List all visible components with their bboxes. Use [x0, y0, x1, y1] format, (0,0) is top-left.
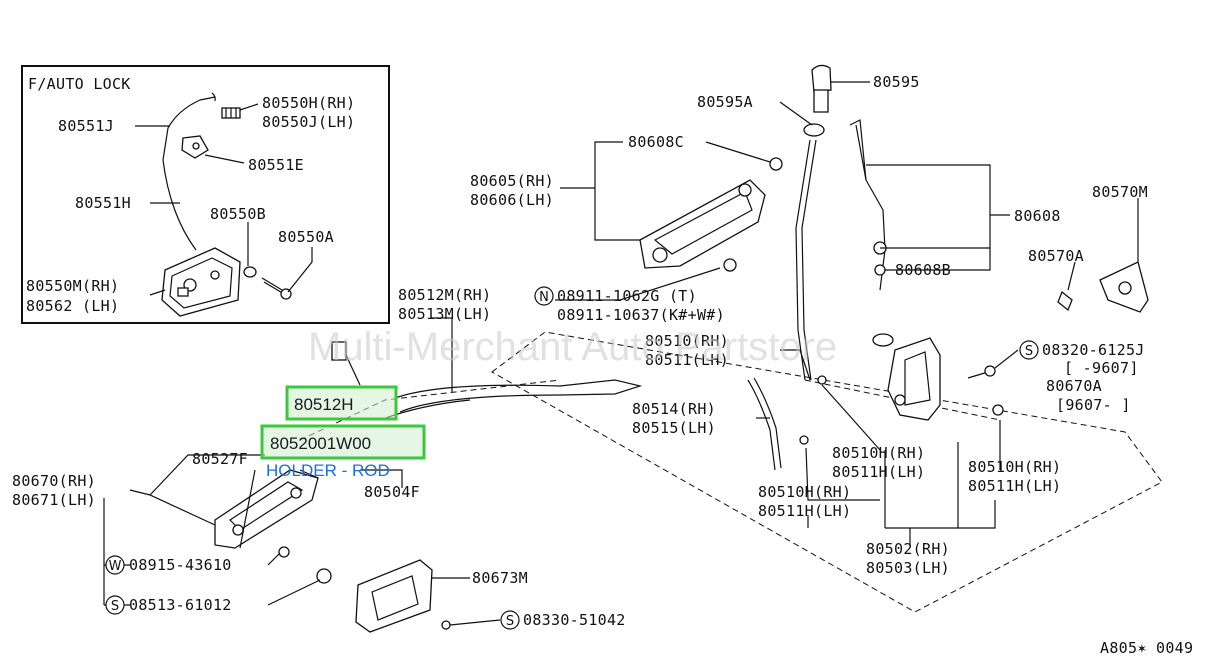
rod-80551h: [162, 96, 216, 251]
watermark: Multi-Merchant Auto Partstore: [308, 325, 837, 369]
striker-80570m: [1057, 261, 1149, 313]
s-symbol-08513: S: [105, 595, 125, 615]
rod-80608: [849, 119, 886, 291]
leader-lines: [103, 81, 1139, 626]
grommet-80595a: [803, 123, 825, 137]
label-80514: 80514(RH): [632, 400, 716, 418]
label-80608: 80608: [1014, 207, 1061, 225]
label-80511h-a: 80511H(LH): [832, 463, 925, 481]
label-80550h: 80550H(RH): [262, 94, 355, 112]
label-08911-10637: 08911-10637(K#+W#): [557, 306, 725, 324]
svg-text:W: W: [109, 559, 122, 574]
label-08911-1062g: 08911-1062G (T): [557, 287, 697, 305]
svg-text:S: S: [1025, 344, 1033, 359]
screw-08513: [316, 568, 332, 584]
hotspot-80512h-label: 80512H: [294, 395, 354, 414]
label-08513: 08513-61012: [129, 596, 232, 614]
outside-handle-80605: [639, 157, 783, 272]
label-08320: 08320-6125J: [1042, 341, 1145, 359]
label-80670a: 80670A: [1046, 377, 1102, 395]
label-80606: 80606(LH): [470, 191, 554, 209]
lock-knob-80595: [803, 64, 832, 137]
label-80608c: 80608C: [628, 133, 684, 151]
svg-text:S: S: [111, 599, 119, 614]
n-symbol: N: [534, 286, 554, 306]
label-80595: 80595: [873, 73, 920, 91]
label-80511h-b: 80511H(LH): [968, 477, 1061, 495]
label-80562: 80562 (LH): [26, 297, 119, 315]
label-range-2: [9607- ]: [1056, 396, 1131, 414]
label-80608b: 80608B: [895, 261, 951, 279]
door-outline: [491, 331, 1163, 613]
clip-80550h: [221, 107, 241, 119]
label-80551j: 80551J: [58, 117, 114, 135]
label-range-1: [ -9607]: [1064, 359, 1139, 377]
label-80570m: 80570M: [1092, 183, 1148, 201]
label-80550j: 80550J(LH): [262, 113, 355, 131]
label-08330: 08330-51042: [523, 611, 626, 629]
clip-80551e: [181, 135, 209, 159]
label-80673m: 80673M: [472, 569, 528, 587]
label-80512m: 80512M(RH): [398, 286, 491, 304]
hotspot-80512h[interactable]: 80512H: [285, 385, 398, 421]
s-symbol-08330: S: [500, 610, 520, 630]
clip-80512h: [331, 341, 347, 361]
screw-80570a: [1057, 290, 1073, 312]
svg-text:N: N: [539, 290, 549, 305]
label-80527f: 80527F: [192, 450, 248, 468]
hotspot-8052001w00[interactable]: 8052001W00: [260, 424, 426, 460]
washer-80550b: [243, 266, 257, 278]
rod-80512m: [394, 379, 643, 413]
label-80502: 80502(RH): [866, 540, 950, 558]
label-80595a: 80595A: [697, 93, 753, 111]
rod-80514: [747, 379, 776, 471]
actuator-80550m: [161, 247, 241, 317]
label-80511h-c: 80511H(LH): [758, 502, 851, 520]
s-symbol-08320: S: [1019, 340, 1039, 360]
hotspot-8052001w00-label: 8052001W00: [270, 434, 371, 453]
screw-80550a: [261, 277, 292, 300]
label-80671: 80671(LH): [12, 491, 96, 509]
escutcheon-80673m: [355, 559, 451, 633]
screw-08330: [441, 620, 451, 630]
label-80510h-a: 80510H(RH): [832, 444, 925, 462]
bushing-80608c: [769, 157, 783, 171]
label-80551e: 80551E: [248, 156, 304, 174]
label-80503: 80503(LH): [866, 559, 950, 577]
washer-08915: [278, 546, 290, 558]
label-80570a: 80570A: [1028, 247, 1084, 265]
inside-handle-80670: [214, 469, 332, 584]
label-80605: 80605(RH): [470, 172, 554, 190]
label-08915: 08915-43610: [129, 556, 232, 574]
label-80513m: 80513M(LH): [398, 305, 491, 323]
label-80515: 80515(LH): [632, 419, 716, 437]
label-80550m: 80550M(RH): [26, 277, 119, 295]
inset-title: F/AUTO LOCK: [28, 75, 131, 93]
diagram-reference: A805✶ 0049: [1100, 639, 1193, 657]
label-80510: 80510(RH): [645, 332, 729, 350]
label-80670: 80670(RH): [12, 472, 96, 490]
label-80510h-b: 80510H(RH): [968, 458, 1061, 476]
screw-08320: [967, 365, 996, 379]
part-caption: HOLDER - ROD: [266, 461, 390, 480]
label-80510h-c: 80510H(RH): [758, 483, 851, 501]
door-lock-80502: [872, 333, 941, 421]
inset-auto-lock: F/AUTO LOCK: [21, 65, 390, 324]
label-80550a: 80550A: [278, 228, 334, 246]
label-80511: 80511(LH): [645, 351, 729, 369]
label-80551h: 80551H: [75, 194, 131, 212]
svg-text:S: S: [506, 614, 514, 629]
label-80550b: 80550B: [210, 205, 266, 223]
label-80504f: 80504F: [364, 483, 420, 501]
w-symbol: W: [105, 555, 125, 575]
nut-08911: [723, 258, 737, 272]
